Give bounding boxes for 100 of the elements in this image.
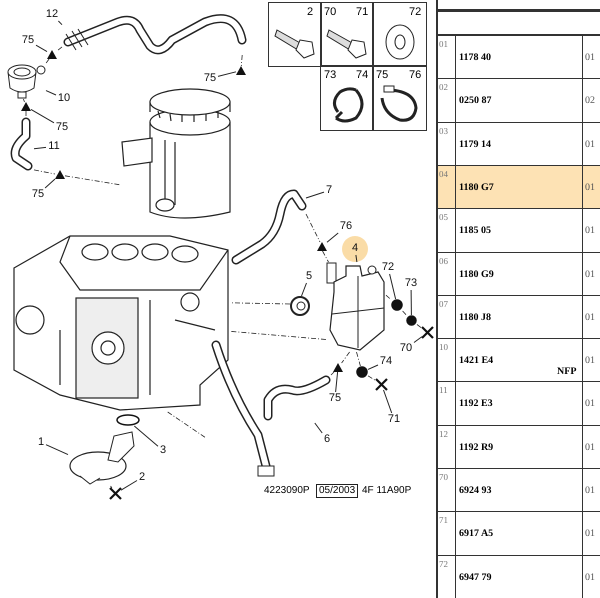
quantity: 01 [585,51,595,64]
leader-line [326,232,339,243]
assembly-line [330,372,334,376]
callout-number: 7 [324,184,334,197]
leader-line [306,192,324,198]
leader-line [120,480,138,491]
callout-number: 76 [409,69,422,82]
leader-line [46,444,68,456]
quantity: 01 [585,354,595,367]
part-number: 1192 R9 [459,441,494,454]
leader-line [314,422,323,434]
callout-number: 74 [378,355,394,368]
callout-number: 74 [356,69,368,82]
assembly-line [341,352,350,364]
callout-number: 71 [386,413,402,426]
ref-number: 05 [439,211,448,224]
leader-line [34,146,46,150]
callout-number: 75 [376,69,388,82]
part-number: 1178 40 [459,51,491,64]
leader-line [410,290,412,316]
hose-drawing [8,117,34,171]
callout-number: 75 [54,121,70,134]
leader-line [368,364,378,370]
leader-line [414,336,422,343]
ref-number: 71 [439,514,448,527]
o-ring [116,414,140,426]
leader-line [58,20,62,26]
quantity: 01 [585,311,595,324]
assembly-line [306,214,320,242]
part-number: 6924 93 [459,484,492,497]
callout-number: 2 [307,6,314,19]
seal-drawing [290,296,310,316]
callout-number: 72 [380,261,396,274]
ref-number: 70 [439,471,448,484]
quantity: 01 [585,484,595,497]
triangle-marker [55,170,65,179]
callout-number: 75 [202,72,218,85]
assembly-line [356,352,361,366]
leader-line [30,108,54,124]
leader-line [46,90,56,96]
quantity: 01 [585,527,595,540]
assembly-line [240,54,243,66]
assembly-line [110,486,112,488]
assembly-line [34,170,56,174]
assembly-line [416,324,422,329]
callout-number: 73 [403,277,419,290]
quantity: 01 [585,138,595,151]
part-number: 6917 A5 [459,527,494,540]
assembly-line [230,330,326,340]
leader-line [335,372,338,392]
hose-drawing [230,188,306,266]
leader-line [389,274,396,300]
ref-number: 07 [439,298,448,311]
assembly-line [386,294,392,300]
part-number: 0250 87 [459,94,492,107]
screw-marker [110,488,121,499]
note: NFP [557,365,576,378]
leader-line [301,282,307,296]
quantity: 01 [585,441,595,454]
assembly-line [64,175,120,186]
triangle-marker [21,102,31,111]
assembly-line [322,250,329,262]
screw-marker [422,327,433,338]
part-number: 1180 J8 [459,311,491,324]
diagram-code: 4F 11A90P [362,485,412,497]
washer-marker [356,366,368,378]
callout-number: 11 [46,140,62,153]
callout-number: 10 [56,92,72,105]
assembly-line [56,46,62,52]
part-number: 1180 G7 [459,181,494,194]
callout-number: 75 [20,34,36,47]
part-number: 1180 G9 [459,268,494,281]
callout-number: 73 [324,69,336,82]
ref-number: 06 [439,255,448,268]
engine-block-drawing [12,234,230,412]
quantity: 01 [585,571,595,584]
screw-marker [376,379,387,390]
callout-number: 70 [398,342,414,355]
assembly-line [402,310,407,316]
callout-number: 75 [327,392,343,405]
callout-number: 5 [304,270,314,283]
callout-number: 4 [350,242,360,255]
ref-number: 12 [439,428,448,441]
leader-line [218,71,236,77]
part-number: 1421 E4 [459,354,494,367]
ref-number: 03 [439,125,448,138]
leader-line [44,178,56,188]
assembly-line [230,302,290,304]
quantity: 01 [585,268,595,281]
callout-number: 6 [322,433,332,446]
callout-number: 12 [44,8,60,21]
ref-number: 11 [439,384,448,397]
drawing-number: 4223090P [264,485,310,497]
triangle-marker [236,66,246,75]
quantity: 01 [585,224,595,237]
part-number: 6947 79 [459,571,492,584]
assembly-line [167,412,206,438]
ref-number: 02 [439,81,448,94]
assembly-line [368,375,376,382]
date-stamp: 05/2003 [316,484,358,498]
